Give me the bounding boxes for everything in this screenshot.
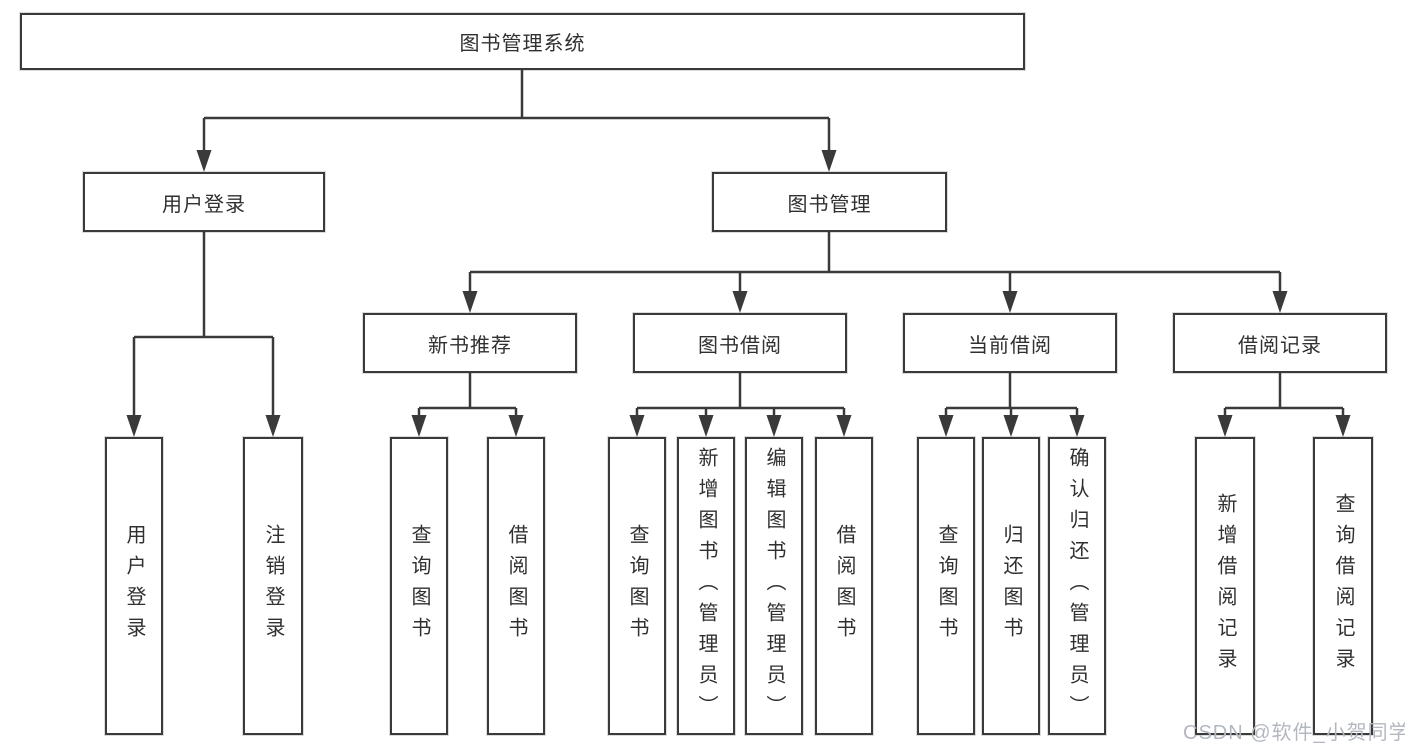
leaf-logout-login-label: 注销登录 xyxy=(262,524,284,648)
leaf-query-books-current-label: 查询图书 xyxy=(935,524,957,648)
csdn-watermark: CSDN @软件_小贺同学 xyxy=(1183,722,1405,744)
node-library-system-label: 图书管理系统 xyxy=(459,33,586,55)
leaf-add-borrow-record: 新增借阅记录 xyxy=(1195,437,1255,735)
node-current-borrow: 当前借阅 xyxy=(903,313,1117,373)
node-book-borrow-label: 图书借阅 xyxy=(698,334,782,357)
node-current-borrow-label: 当前借阅 xyxy=(968,334,1052,357)
leaf-borrow-books-recommend: 借阅图书 xyxy=(487,437,545,735)
leaf-confirm-return-admin-label: 确认归还（管理员） xyxy=(1066,446,1088,726)
node-borrow-records-label: 借阅记录 xyxy=(1238,334,1322,357)
leaf-add-borrow-record-label: 新增借阅记录 xyxy=(1214,493,1236,679)
leaf-query-books-recommend-label: 查询图书 xyxy=(408,524,430,648)
leaf-logout-login: 注销登录 xyxy=(243,437,303,735)
leaf-borrow-books-recommend-label: 借阅图书 xyxy=(505,524,527,648)
leaf-query-books-borrow: 查询图书 xyxy=(608,437,666,735)
leaf-borrow-books-borrow-label: 借阅图书 xyxy=(833,524,855,648)
leaf-borrow-books-borrow: 借阅图书 xyxy=(815,437,873,735)
node-user-login: 用户登录 xyxy=(83,172,325,232)
node-book-management: 图书管理 xyxy=(712,172,947,232)
node-library-system: 图书管理系统 xyxy=(20,13,1025,70)
leaf-query-borrow-record: 查询借阅记录 xyxy=(1313,437,1373,735)
leaf-edit-book-admin-label: 编辑图书（管理员） xyxy=(763,446,785,726)
node-borrow-records: 借阅记录 xyxy=(1173,313,1387,373)
leaf-query-books-borrow-label: 查询图书 xyxy=(626,524,648,648)
leaf-return-books-label: 归还图书 xyxy=(1000,524,1022,648)
leaf-edit-book-admin: 编辑图书（管理员） xyxy=(745,437,803,735)
leaf-query-books-recommend: 查询图书 xyxy=(390,437,448,735)
leaf-add-book-admin: 新增图书（管理员） xyxy=(677,437,735,735)
leaf-query-borrow-record-label: 查询借阅记录 xyxy=(1332,493,1354,679)
leaf-add-book-admin-label: 新增图书（管理员） xyxy=(695,446,717,726)
leaf-user-login: 用户登录 xyxy=(105,437,163,735)
node-new-book-recommend: 新书推荐 xyxy=(363,313,577,373)
leaf-return-books: 归还图书 xyxy=(982,437,1040,735)
node-book-borrow: 图书借阅 xyxy=(633,313,847,373)
node-book-management-label: 图书管理 xyxy=(787,193,872,216)
leaf-confirm-return-admin: 确认归还（管理员） xyxy=(1048,437,1106,735)
leaf-query-books-current: 查询图书 xyxy=(917,437,975,735)
node-new-book-recommend-label: 新书推荐 xyxy=(428,334,512,357)
node-user-login-label: 用户登录 xyxy=(162,193,246,216)
leaf-user-login-label: 用户登录 xyxy=(123,524,145,648)
